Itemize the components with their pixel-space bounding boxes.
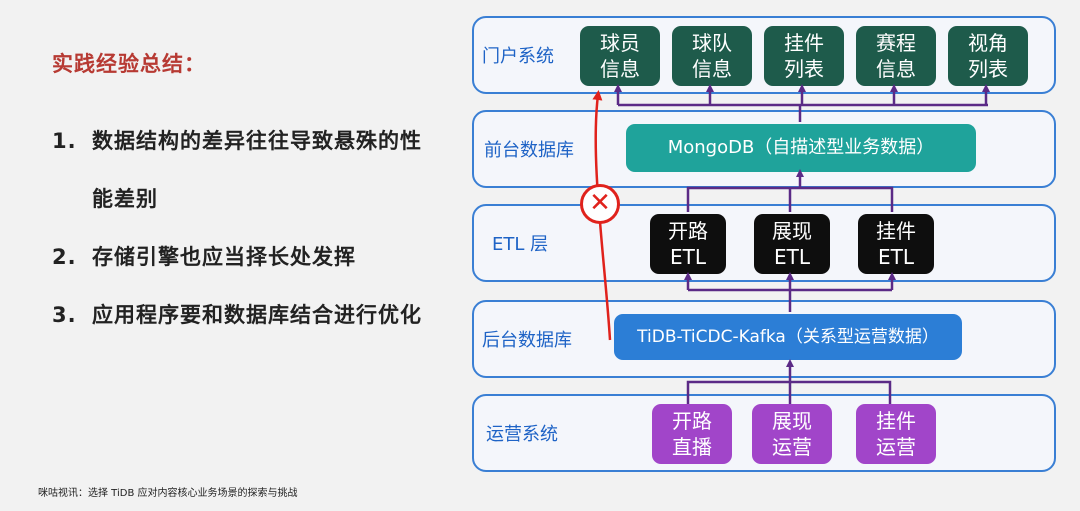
lesson-number: 2. — [52, 245, 77, 269]
lesson-item: 1. 数据结构的差异往往导致悬殊的性能差别 — [52, 112, 432, 228]
portal-box-widget-list: 挂件 列表 — [764, 26, 844, 86]
ops-box-display-ops: 展现 运营 — [752, 404, 832, 464]
etl-box-display: 展现 ETL — [754, 214, 830, 274]
ops-box-widget-ops: 挂件 运营 — [856, 404, 936, 464]
etl-layer: ETL 层 开路 ETL 展现 ETL 挂件 ETL — [472, 204, 1056, 282]
portal-box-view-list: 视角 列表 — [948, 26, 1028, 86]
lesson-number: 3. — [52, 303, 77, 327]
lesson-item: 3. 应用程序要和数据库结合进行优化 — [52, 286, 432, 344]
ops-layer: 运营系统 开路 直播 展现 运营 挂件 运营 — [472, 394, 1056, 472]
lesson-text: 数据结构的差异往往导致悬殊的性能差别 — [92, 129, 422, 211]
portal-box-schedule-info: 赛程 信息 — [856, 26, 936, 86]
etl-box-widget: 挂件 ETL — [858, 214, 934, 274]
portal-layer: 门户系统 球员 信息 球队 信息 挂件 列表 赛程 信息 视角 列表 — [472, 16, 1056, 94]
layer-label-portal: 门户系统 — [482, 46, 554, 67]
footer-caption: 咪咕视讯：选择 TiDB 应对内容核心业务场景的探索与挑战 — [38, 488, 298, 499]
lesson-number: 1. — [52, 129, 77, 153]
portal-box-player-info: 球员 信息 — [580, 26, 660, 86]
summary-title: 实践经验总结： — [52, 52, 206, 76]
lesson-item: 2. 存储引擎也应当择长处发挥 — [52, 228, 432, 286]
portal-box-team-info: 球队 信息 — [672, 26, 752, 86]
layer-label-frontend-db: 前台数据库 — [484, 140, 574, 161]
tidb-box: TiDB-TiCDC-Kafka（关系型运营数据） — [614, 314, 962, 360]
layer-label-backend-db: 后台数据库 — [482, 330, 572, 351]
lessons-list: 1. 数据结构的差异往往导致悬殊的性能差别 2. 存储引擎也应当择长处发挥 3. 应用… — [52, 112, 432, 344]
ops-box-live-opening: 开路 直播 — [652, 404, 732, 464]
layer-label-ops: 运营系统 — [486, 424, 558, 445]
frontend-db-layer: 前台数据库 MongoDB（自描述型业务数据） — [472, 110, 1056, 188]
mongodb-box: MongoDB（自描述型业务数据） — [626, 124, 976, 172]
layer-label-etl: ETL 层 — [492, 234, 549, 255]
etl-box-opening: 开路 ETL — [650, 214, 726, 274]
close-icon: ✕ — [580, 184, 620, 224]
lesson-text: 存储引擎也应当择长处发挥 — [92, 245, 356, 269]
lesson-text: 应用程序要和数据库结合进行优化 — [92, 303, 422, 327]
backend-db-layer: 后台数据库 TiDB-TiCDC-Kafka（关系型运营数据） — [472, 300, 1056, 378]
